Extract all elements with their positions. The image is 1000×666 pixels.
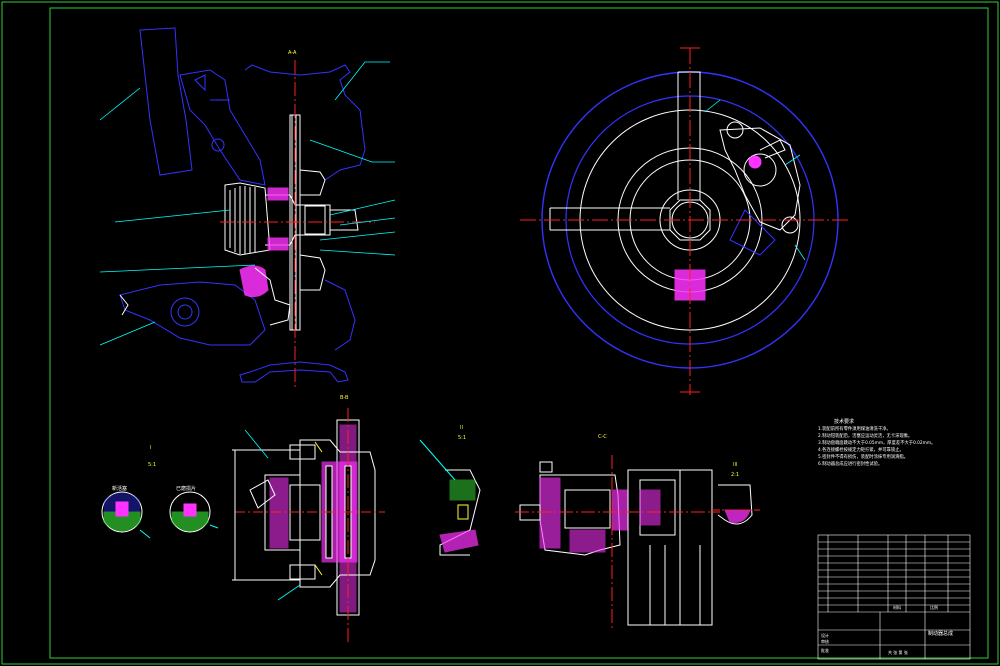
hub-section-view — [119, 27, 375, 390]
leader-lines-top-left — [99, 61, 396, 346]
detail-left-label: 新活塞 — [112, 486, 128, 492]
material-label: 材料 — [893, 605, 901, 610]
section-label-top: A-A — [288, 50, 297, 56]
detail-clip-view — [419, 439, 481, 556]
designer-label: 设计 — [821, 633, 829, 638]
caliper-section-view — [232, 408, 385, 645]
small-profile-detail — [712, 484, 760, 525]
tech-note-line: 4.各连接螺栓按规定力矩拧紧，并可靠锁止。 — [818, 448, 904, 453]
detail-label-ii: II — [460, 425, 463, 431]
wheel-front-view — [520, 47, 850, 395]
tech-note-line: 1.装配前所有零件须用煤油清洗干净。 — [818, 427, 891, 432]
title-block-grid — [817, 534, 971, 660]
detail-right-label: 已磨损片 — [176, 486, 197, 492]
leader-lines-top-right — [704, 99, 806, 261]
detail-scale-ii: 5:1 — [458, 435, 467, 441]
section-label-bottom: B-B — [340, 395, 349, 401]
small-detail-scale: 2:1 — [731, 472, 740, 478]
leader-lines-bottom — [244, 429, 301, 601]
small-detail-label: III — [733, 462, 738, 468]
sheet-label: 共 张 第 张 — [888, 650, 908, 655]
approver-label: 批准 — [821, 648, 829, 653]
right-view-label: C-C — [598, 434, 607, 440]
tech-note-line: 3.制动盘端面跳动不大于0.05mm，厚度差不大于0.02mm。 — [818, 441, 936, 446]
tech-note-line: 5.密封件不得有损伤，装配时涂抹专用润滑脂。 — [818, 455, 909, 460]
scale-label: 比例 — [930, 605, 938, 610]
tech-notes: 技术要求 1.装配前所有零件须用煤油清洗干净。 2.制动钳装配后，活塞应运动灵活… — [818, 418, 988, 468]
detail-circles — [101, 491, 219, 539]
tech-note-line: 2.制动钳装配后，活塞应运动灵活，无卡滞现象。 — [818, 434, 913, 439]
checker-label: 审核 — [821, 639, 829, 644]
caliper-side-section — [515, 455, 720, 630]
drawing-title: 制动器总成 — [928, 631, 954, 637]
title-block: 设计 审核 批准 材料 比例 制动器总成 共 张 第 张 — [818, 535, 970, 659]
tech-notes-title: 技术要求 — [834, 419, 855, 425]
tech-note-line: 6.制动器总成应进行密封性试验。 — [818, 462, 883, 467]
detail-label-i: I — [150, 445, 152, 451]
detail-scale-i: 5:1 — [148, 462, 157, 468]
